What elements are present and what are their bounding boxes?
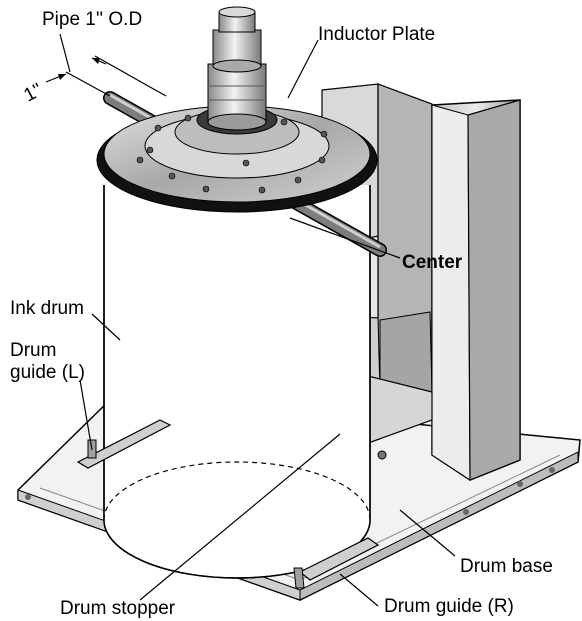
ink-drum-leader	[91, 313, 121, 341]
inductor-plate	[96, 105, 378, 213]
dimension-marks	[45, 55, 167, 97]
pipe-leader	[59, 33, 71, 73]
label-dimension: 1''	[20, 79, 46, 106]
label-ink-drum: Ink drum	[10, 298, 84, 319]
label-drum-guide-right: Drum guide (R)	[384, 596, 514, 617]
drum-guide-left-part	[76, 419, 172, 469]
label-inductor-plate: Inductor Plate	[318, 24, 435, 45]
drum-guide-right-leader	[339, 573, 379, 607]
label-drum-stopper: Drum stopper	[60, 598, 176, 619]
drum-base-leader	[399, 509, 456, 557]
leader-lines	[59, 33, 456, 607]
ink-drum	[103, 185, 371, 579]
label-drum-guide-left-line2: guide (L)	[10, 362, 85, 383]
label-drum-guide-left-line1: Drum	[10, 340, 56, 361]
shaft	[207, 6, 267, 131]
drum-stopper-leader	[139, 433, 341, 601]
label-drum-base: Drum base	[460, 556, 553, 577]
drum-guide-right-part	[293, 537, 380, 589]
drum-guide-left-leader	[79, 379, 93, 451]
inductor-plate-leader	[287, 39, 319, 99]
center-leader	[289, 217, 401, 259]
label-center: Center	[402, 252, 463, 273]
label-pipe: Pipe 1'' O.D	[42, 9, 142, 30]
